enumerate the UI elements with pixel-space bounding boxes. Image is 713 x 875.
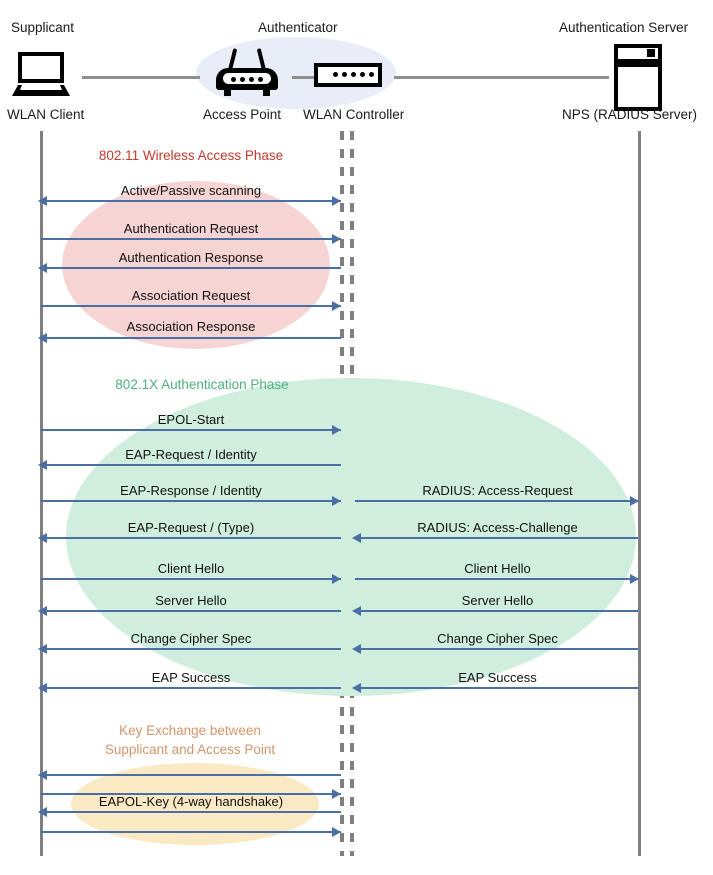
arrowhead-right-icon — [332, 425, 341, 435]
link-client-to-ap — [82, 76, 200, 79]
message-label: Association Response — [126, 319, 256, 334]
actor-device-access-point: Access Point — [203, 107, 282, 122]
message-arrow — [41, 831, 341, 833]
arrowhead-right-icon — [332, 574, 341, 584]
arrowhead-left-icon — [38, 644, 47, 654]
laptop-icon — [12, 52, 70, 96]
message-arrow — [44, 267, 341, 269]
message-label: Client Hello — [157, 561, 225, 576]
message-arrow — [44, 610, 341, 612]
actor-role-supplicant: Supplicant — [11, 20, 75, 35]
arrowhead-left-icon — [38, 263, 47, 273]
phase-ellipse-80211 — [62, 181, 330, 349]
message-label: RADIUS: Access-Challenge — [417, 520, 578, 535]
message-label: Server Hello — [461, 593, 534, 608]
lifeline-supplicant — [40, 131, 43, 856]
arrowhead-left-icon — [352, 533, 361, 543]
arrowhead-left-icon — [38, 683, 47, 693]
message-label: EPOL-Start — [157, 412, 225, 427]
message-label: Server Hello — [155, 593, 227, 608]
arrowhead-left-icon — [38, 770, 47, 780]
lifeline-auth-server — [638, 131, 641, 856]
message-label: Authentication Response — [118, 250, 264, 265]
message-arrow — [44, 537, 341, 539]
arrowhead-left-icon — [38, 196, 47, 206]
arrowhead-left-icon — [38, 533, 47, 543]
arrowhead-right-icon — [332, 196, 341, 206]
arrowhead-right-icon — [332, 789, 341, 799]
message-arrow — [44, 774, 341, 776]
message-label: Active/Passive scanning — [120, 183, 262, 198]
link-controller-to-server — [394, 76, 609, 79]
arrowhead-right-icon — [332, 496, 341, 506]
message-label: EAP Success — [151, 670, 231, 685]
message-arrow — [44, 811, 341, 813]
actor-device-nps: NPS (RADIUS Server) — [562, 107, 698, 122]
phase-title-key-exchange-line2: Supplicant and Access Point — [104, 742, 276, 757]
arrowhead-right-icon — [332, 827, 341, 837]
message-arrow — [41, 238, 341, 240]
message-arrow — [358, 648, 638, 650]
actor-device-wlan-client: WLAN Client — [7, 107, 85, 122]
message-label: Authentication Request — [123, 221, 259, 236]
message-label: Change Cipher Spec — [130, 631, 252, 646]
message-arrow — [355, 500, 638, 502]
actor-role-authenticator: Authenticator — [258, 20, 338, 35]
phase-title-80211: 802.11 Wireless Access Phase — [98, 148, 284, 163]
access-point-icon — [216, 46, 278, 96]
arrowhead-right-icon — [332, 301, 341, 311]
arrowhead-left-icon — [352, 606, 361, 616]
message-arrow — [44, 648, 341, 650]
link-ap-to-controller — [292, 76, 314, 79]
message-arrow — [41, 429, 341, 431]
message-arrow — [41, 793, 341, 795]
phase-title-8021x: 802.1X Authentication Phase — [115, 377, 289, 392]
actor-device-wlan-controller: WLAN Controller — [303, 107, 405, 122]
message-arrow — [358, 537, 638, 539]
message-arrow — [44, 464, 341, 466]
message-arrow — [358, 610, 638, 612]
message-label: Association Request — [131, 288, 251, 303]
message-label: Change Cipher Spec — [437, 631, 558, 646]
arrowhead-left-icon — [38, 606, 47, 616]
message-label: EAPOL-Key (4-way handshake) — [98, 794, 284, 809]
arrowhead-left-icon — [38, 460, 47, 470]
message-label: RADIUS: Access-Request — [422, 483, 573, 498]
message-arrow — [41, 500, 341, 502]
arrowhead-left-icon — [352, 683, 361, 693]
phase-title-key-exchange-line1: Key Exchange between — [119, 723, 261, 738]
server-icon — [614, 44, 662, 111]
message-arrow — [44, 337, 341, 339]
message-arrow — [358, 687, 638, 689]
message-label: Client Hello — [464, 561, 531, 576]
arrowhead-right-icon — [630, 574, 639, 584]
arrowhead-right-icon — [630, 496, 639, 506]
arrowhead-left-icon — [38, 807, 47, 817]
message-arrow — [41, 305, 341, 307]
message-arrow — [41, 578, 341, 580]
message-arrow — [44, 687, 341, 689]
message-arrow — [44, 200, 341, 202]
message-label: EAP-Request / (Type) — [127, 520, 255, 535]
arrowhead-right-icon — [332, 234, 341, 244]
message-label: EAP-Request / Identity — [125, 447, 257, 462]
wlan-controller-icon — [314, 63, 382, 87]
message-label: EAP-Response / Identity — [120, 483, 262, 498]
arrowhead-left-icon — [352, 644, 361, 654]
message-arrow — [355, 578, 638, 580]
arrowhead-left-icon — [38, 333, 47, 343]
message-label: EAP Success — [458, 670, 537, 685]
actor-role-auth-server: Authentication Server — [559, 20, 689, 35]
